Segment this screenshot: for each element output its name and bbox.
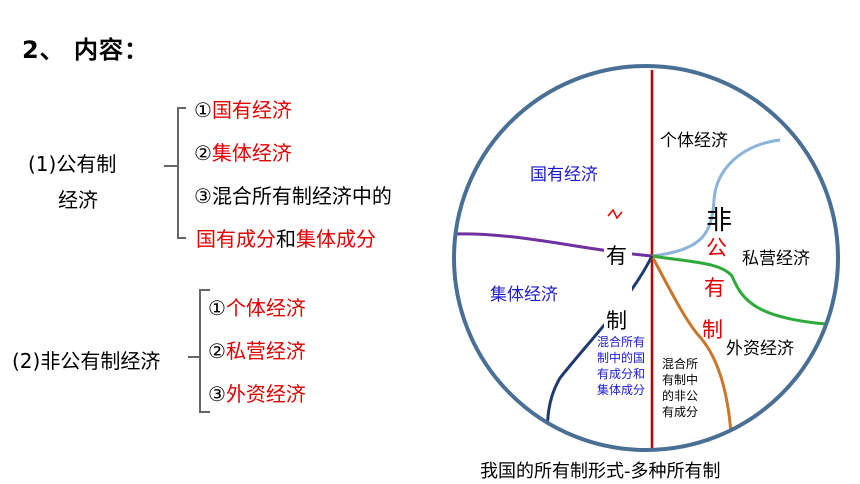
fei-char: 非 bbox=[706, 206, 733, 236]
item-number: ③ bbox=[208, 382, 226, 406]
mixed-nonpublic-label: 混合所有制中的非公有成分 bbox=[661, 357, 698, 419]
mixed-nonpublic-boundary bbox=[650, 255, 734, 450]
private-foreign-boundary bbox=[651, 254, 838, 327]
gong-char: 公 bbox=[706, 236, 727, 260]
zhi-char: 制 bbox=[606, 309, 627, 333]
item-text: 国有经济 bbox=[211, 98, 292, 122]
item-text: 集体经济 bbox=[211, 141, 292, 165]
you-char-red: 有 bbox=[704, 276, 725, 300]
item-number: ② bbox=[194, 141, 212, 165]
item-number: ① bbox=[208, 296, 226, 320]
public-item-3-cont: 国有成分和集体成分 bbox=[196, 226, 376, 252]
you-char: 有 bbox=[606, 244, 627, 268]
item-text: 混合所有制经济中的 bbox=[211, 184, 392, 208]
item-number: ③ bbox=[194, 184, 212, 208]
section-heading: 2、 内容： bbox=[22, 36, 150, 64]
state-owned-region-label: 国有经济 bbox=[530, 165, 598, 185]
item-number: ① bbox=[194, 98, 212, 122]
item-text: 私营经济 bbox=[225, 339, 306, 363]
outer-circle bbox=[452, 64, 840, 452]
nonpublic-item-1: ①个体经济 bbox=[208, 295, 306, 321]
and-text: 和 bbox=[276, 227, 296, 251]
item-number: ② bbox=[208, 339, 226, 363]
zhi-char-red: 制 bbox=[702, 318, 723, 342]
foreign-region-label: 外资经济 bbox=[726, 339, 794, 359]
private-region-label: 私营经济 bbox=[742, 249, 810, 269]
individual-region-label: 个体经济 bbox=[660, 131, 728, 151]
collective-region-label: 集体经济 bbox=[490, 285, 558, 305]
public-item-2: ②集体经济 bbox=[194, 140, 292, 166]
public-ownership-label-line1: (1)公有制 bbox=[28, 152, 117, 176]
mixed-public-label: 混合所有制中的国有成分和集体成分 bbox=[597, 335, 646, 397]
public-ownership-label-line2: 经济 bbox=[58, 188, 98, 212]
small-red-mark bbox=[607, 208, 623, 220]
individual-boundary bbox=[651, 138, 781, 258]
diagram-caption: 我国的所有制形式-多种所有制 bbox=[480, 461, 721, 482]
public-item-3: ③混合所有制经济中的 bbox=[194, 183, 392, 209]
nonpublic-item-2: ②私营经济 bbox=[208, 338, 306, 364]
item-text: 外资经济 bbox=[225, 382, 306, 406]
nonpublic-item-3: ③外资经济 bbox=[208, 381, 306, 407]
state-component-text: 国有成分 bbox=[196, 227, 276, 251]
item-text: 个体经济 bbox=[225, 296, 306, 320]
collective-component-text: 集体成分 bbox=[296, 227, 376, 251]
public-item-1: ①国有经济 bbox=[194, 97, 292, 123]
nonpublic-ownership-label: (2)非公有制经济 bbox=[12, 349, 161, 373]
